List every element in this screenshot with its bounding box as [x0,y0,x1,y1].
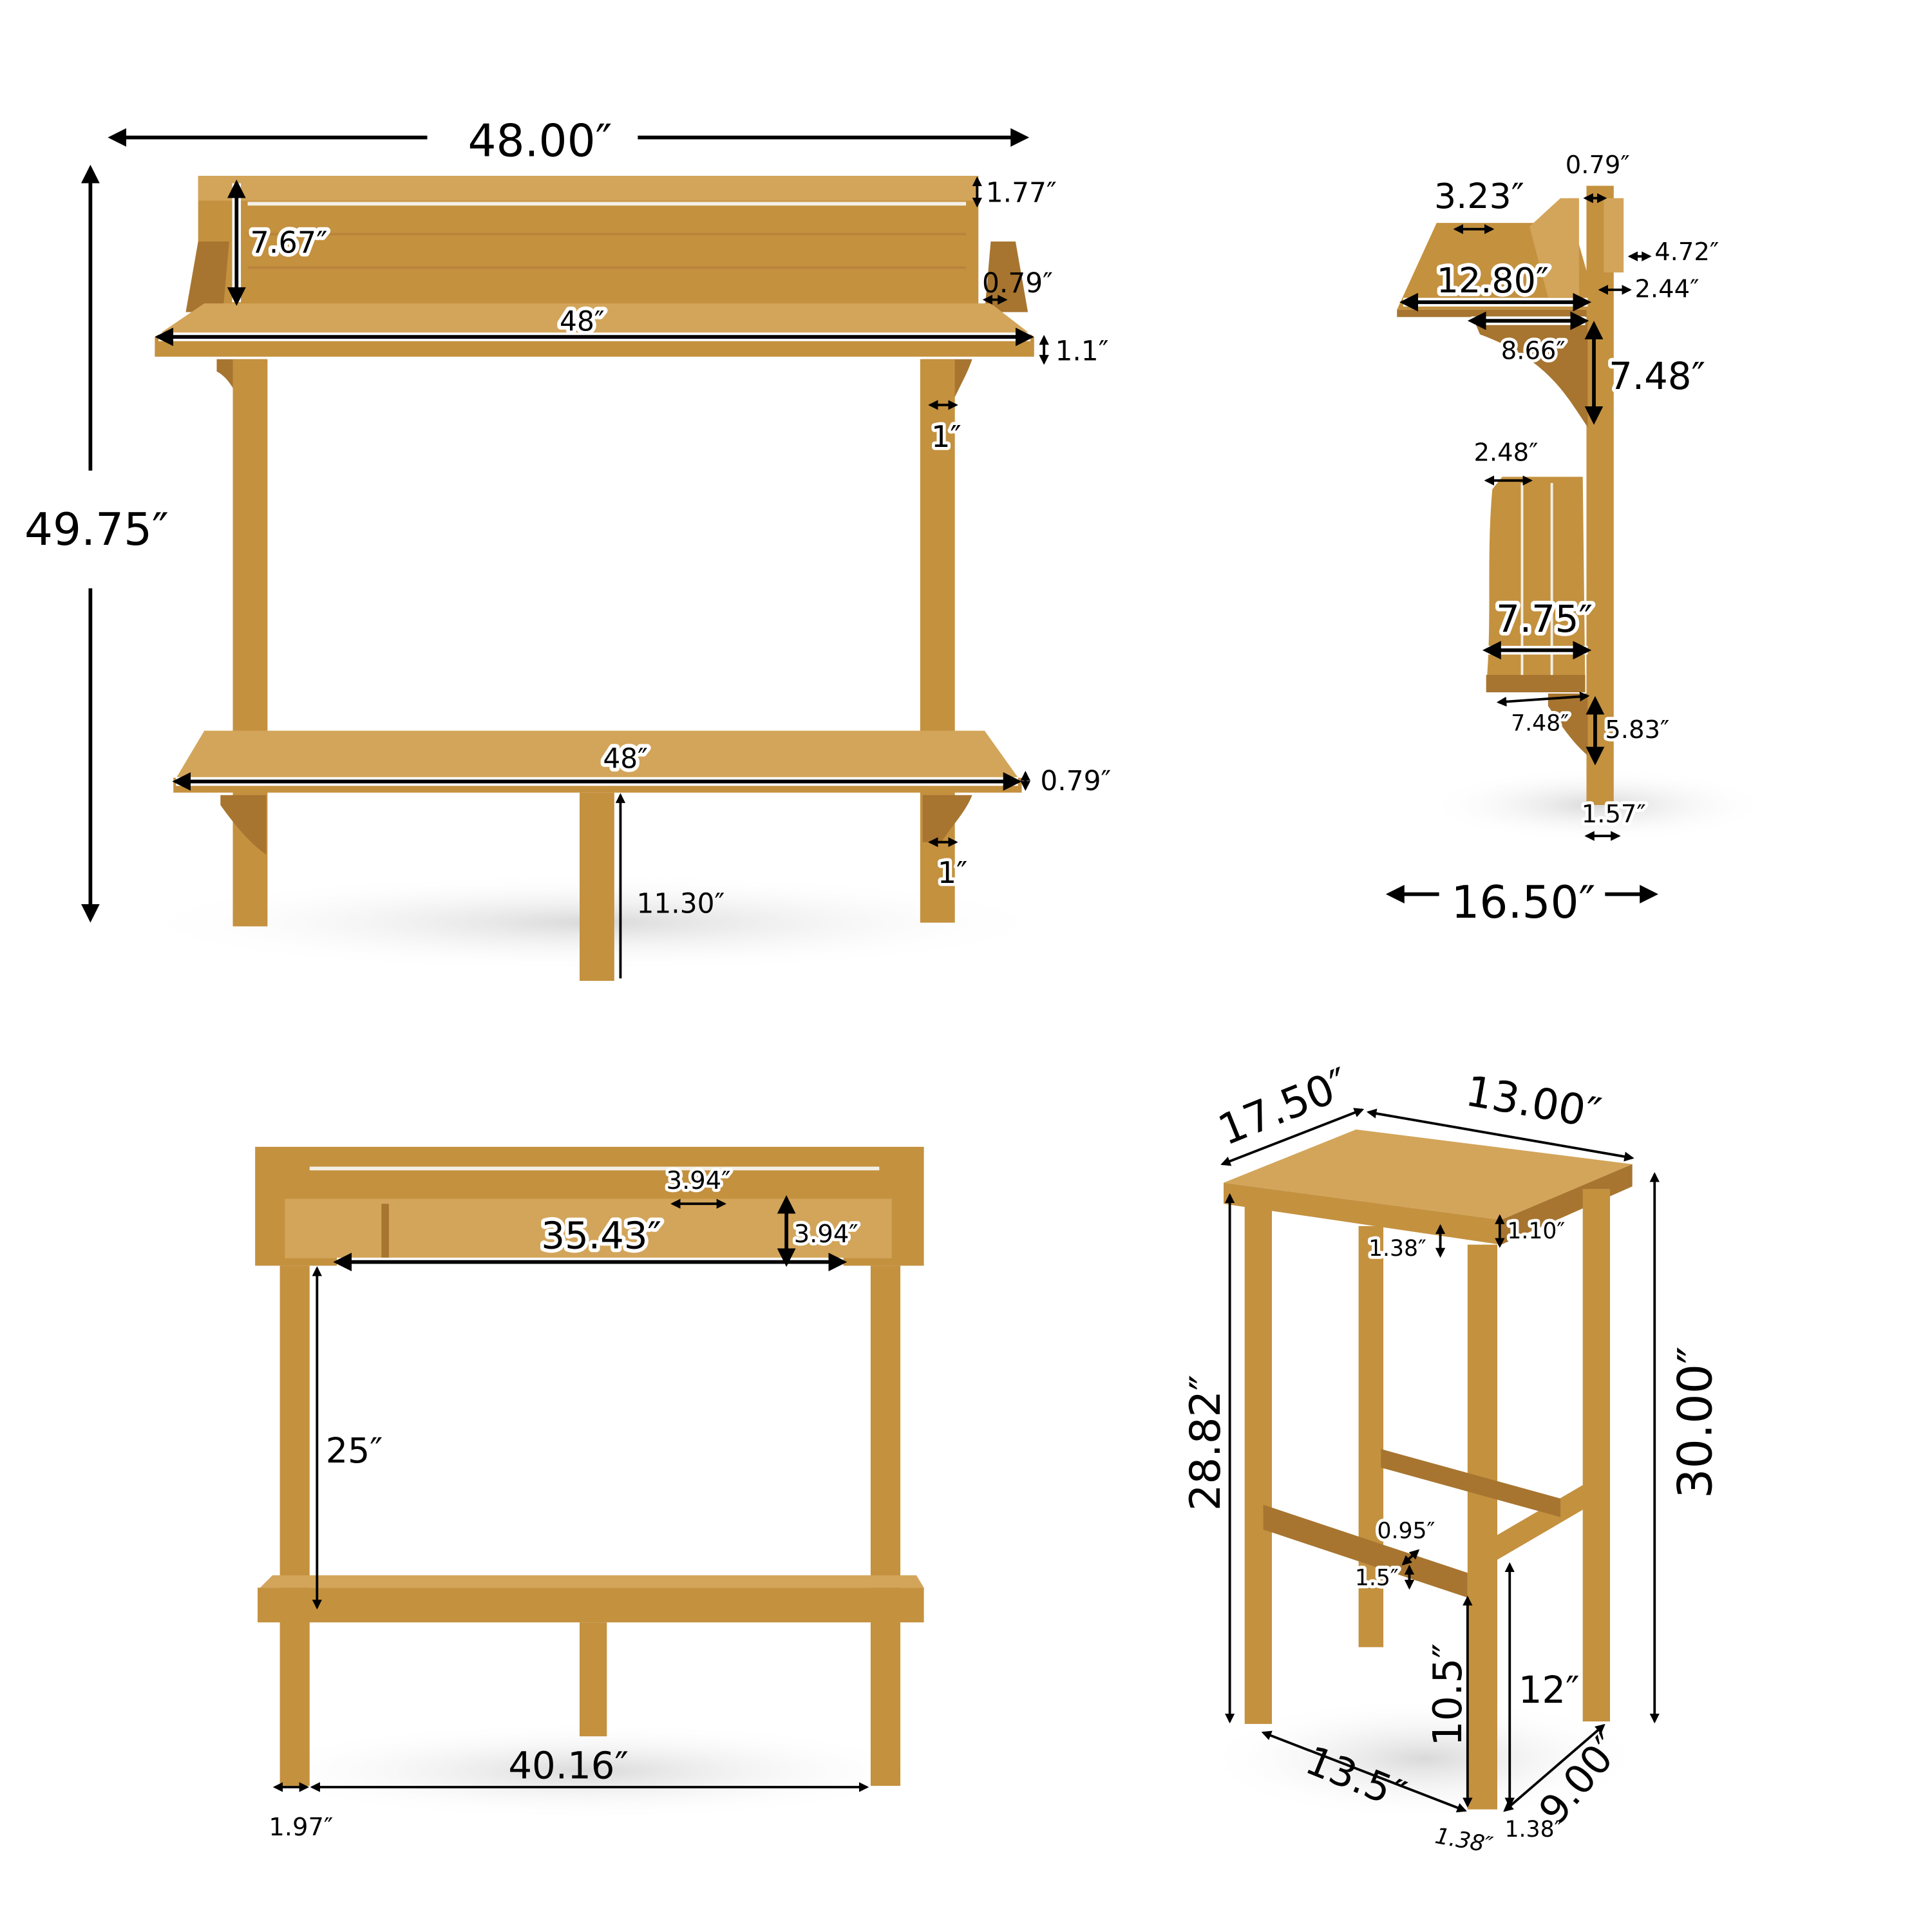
leg-thickness-label: 1.57″ [1582,800,1646,829]
clamp-label: 4.72″ [1654,238,1719,267]
top-slat-label: 1.77″ [986,176,1057,208]
stretcher-floor-side-label: 12″ [1519,1668,1580,1712]
post-depth-label: 2.44″ [1634,275,1699,304]
stool-view: 17.50″ 13.00″ 1.38″ 1.10″ 28.82″ 30.00″ … [1181,1059,1723,1859]
leg-b-label: 1.38″ [1505,1817,1563,1842]
lower-bracket-depth-label: 7.48″ [1511,711,1569,737]
lower-slat-label: 2.48″ [1473,438,1538,467]
bracket-height-label: 7.48″ [1609,354,1705,398]
stretcher-height-label: 1.5″ [1355,1566,1399,1591]
shelf-depth-label: 7.75″ [1496,597,1593,641]
backrest-height-label: 7.67″ [250,225,327,260]
bar-folded-view: 3.94″ 35.43″ 3.94″ 25″ 40.16″ 1.97″ [242,1146,935,1842]
seat-height-label: 28.82″ [1181,1375,1230,1511]
leg-width-label: 1.97″ [269,1813,333,1842]
seat-thickness-label: 1.10″ [1507,1218,1565,1244]
leg-height-label: 25″ [326,1430,383,1471]
top-depth-label: 12.80″ [1437,260,1549,301]
leg-a-label: 1.38″ [1433,1823,1495,1859]
rail-length-label: 35.43″ [541,1213,661,1257]
center-leg-label: 11.30″ [636,887,724,919]
stretcher-depth-label: 0.95″ [1377,1518,1435,1544]
slat-width-label: 3.23″ [1434,176,1524,216]
seat-depth-label: 13.00″ [1462,1066,1605,1139]
upper-bracket-label: 1″ [931,419,961,454]
top-width-label: 48″ [560,305,605,337]
shelf-thickness-label: 0.79″ [1040,765,1111,797]
bar-side-view: 3.23″ 0.79″ 4.72″ 12.80″ 2.44″ 8.66″ 7.4… [1385,151,1771,929]
lower-bracket-height-label: 5.83″ [1605,715,1669,744]
bracket-depth-label: 8.66″ [1501,337,1566,366]
top-thickness-label: 1.1″ [1055,336,1108,367]
rail-height-label: 3.94″ [794,1220,858,1249]
bar-front-view: 48.00″ 49.75″ 7.67″ 1.77″ 0.79″ 48″ 1.1″… [24,115,1111,981]
lower-bracket-label: 1″ [938,855,968,890]
apron-height-label: 1.38″ [1368,1236,1426,1262]
side-rail-label: 0.79″ [982,267,1053,299]
overall-depth-label: 16.50″ [1451,877,1595,929]
overall-width-label: 48.00″ [468,115,612,167]
shelf-width-label: 48″ [603,743,648,774]
rail-label: 0.79″ [1566,151,1630,180]
stretcher-floor-front-label: 10.5″ [1425,1643,1471,1747]
slot-width-label: 3.94″ [667,1166,731,1195]
leg-spacing-label: 40.16″ [508,1744,629,1788]
overall-height-label: 49.75″ [24,504,169,556]
overall-height-label-stool: 30.00″ [1669,1346,1723,1498]
